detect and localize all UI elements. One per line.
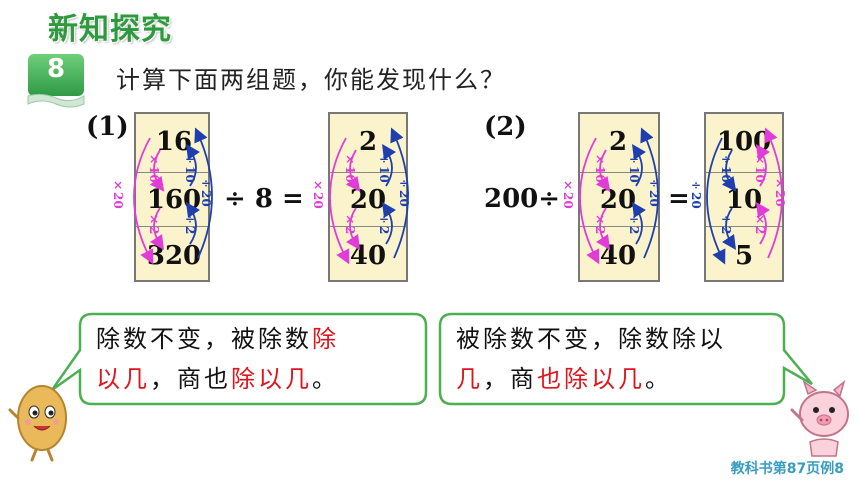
g1-quotient-blue-outer: ÷20 — [397, 176, 411, 207]
potato-character-icon — [8, 385, 67, 462]
g2-divisor-pink-2: ×2 — [593, 212, 607, 235]
bubble-left-line2-c: 除以几 — [231, 365, 312, 393]
g1-quotient-pink-1: ×10 — [343, 152, 357, 183]
g2-quotient-pink-outer: ×20 — [773, 176, 787, 207]
g1-dividend-blue-2: ÷2 — [183, 212, 197, 235]
g2-quotient-blue-1: ÷10 — [719, 152, 733, 183]
group1-operator: ÷ 8 = — [224, 184, 304, 214]
g1-dividend-pink-2: ×2 — [147, 212, 161, 235]
g2-divisor-blue-2: ÷2 — [627, 212, 641, 235]
example-badge-icon — [27, 54, 85, 108]
group2-equals: = — [668, 184, 690, 214]
g2-quotient-pink-1: ×10 — [753, 152, 767, 183]
bubble-left-line1-a: 除数不变，被除数 — [96, 325, 312, 353]
g2-divisor-pink-outer: ×20 — [561, 178, 575, 209]
bubble-left-line1: 除数不变，被除数除 — [96, 318, 339, 360]
g1-quotient-blue-1: ÷10 — [377, 152, 391, 183]
g1-dividend-pink-1: ×10 — [147, 152, 161, 183]
group1-quotient-1: 2 — [358, 127, 378, 157]
g1-quotient-blue-2: ÷2 — [377, 212, 391, 235]
g1-dividend-blue-1: ÷10 — [183, 152, 197, 183]
bubble-left-line2-b: ，商也 — [150, 365, 231, 393]
example-number: 8 — [46, 54, 66, 84]
bubble-left-line2-a: 以几 — [96, 365, 150, 393]
g1-quotient-pink-2: ×2 — [343, 212, 357, 235]
g2-divisor-pink-1: ×10 — [593, 152, 607, 183]
group2-prefix: 200÷ — [484, 184, 561, 214]
bubble-right-line2: 几，商也除以几。 — [456, 358, 672, 400]
bubble-right-line2-b: ，商 — [483, 365, 537, 393]
g1-quotient-pink-outer: ×20 — [311, 178, 325, 209]
group2-divisor-1: 2 — [608, 127, 628, 157]
g1-dividend-pink-outer: ×20 — [111, 178, 125, 209]
page-reference: 教科书第87页例8 — [730, 461, 844, 477]
pig-character-icon — [790, 380, 849, 457]
g1-dividend-blue-outer: ÷20 — [199, 176, 213, 207]
g2-divisor-blue-outer: ÷20 — [647, 176, 661, 207]
bubble-right-line2-d: 。 — [645, 365, 672, 393]
bubble-right-line1: 被除数不变，除数除以 — [456, 325, 726, 353]
g2-quotient-pink-2: ×2 — [753, 212, 767, 235]
group2-label: (2) — [484, 112, 527, 142]
section-title: 新知探究 — [48, 12, 172, 47]
bubble-right-line2-c: 也除以几 — [537, 365, 645, 393]
g2-divisor-blue-1: ÷10 — [627, 152, 641, 183]
g2-quotient-blue-outer: ÷20 — [689, 178, 703, 209]
bubble-right-line2-a: 几 — [456, 365, 483, 393]
g2-quotient-blue-2: ÷2 — [719, 212, 733, 235]
bubble-left-line1-b: 除 — [312, 325, 339, 353]
bubble-left-line2: 以几，商也除以几。 — [96, 358, 339, 400]
group2-quotient-3: 5 — [734, 241, 754, 271]
bubble-left-line2-d: 。 — [312, 365, 339, 393]
group1-label: (1) — [86, 112, 129, 142]
question-text: 计算下面两组题，你能发现什么？ — [116, 66, 506, 94]
